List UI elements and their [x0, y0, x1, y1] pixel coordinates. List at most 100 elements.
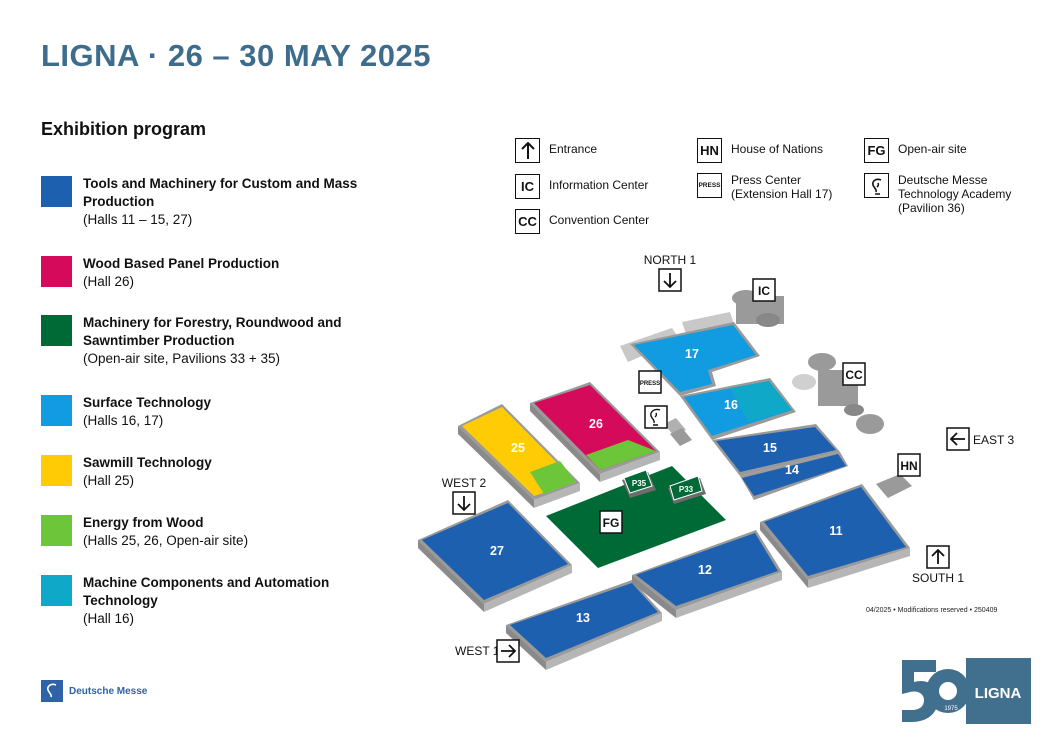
legend-swatch — [41, 256, 72, 287]
legend-name: Wood Based Panel Production — [83, 256, 280, 271]
key-open-air-site: FG Open-air site — [864, 138, 967, 163]
key-label: (Extension Hall 17) — [731, 187, 833, 201]
hall-13[interactable]: 13 — [506, 580, 662, 670]
legend-name: Machinery for Forestry, Roundwood and Sa… — [83, 315, 342, 348]
hall-label: 12 — [698, 563, 712, 577]
entrance-north-1[interactable]: NORTH 1 — [644, 253, 697, 292]
svg-text:CC: CC — [845, 368, 863, 382]
press-icon: PRESS — [697, 173, 722, 198]
page-title: LIGNA · 26 – 30 MAY 2025 — [41, 38, 431, 73]
footnote: 04/2025 • Modifications reserved • 25040… — [866, 607, 998, 614]
key-label: (Pavilion 36) — [898, 201, 965, 215]
legend-sub: (Open-air site, Pavilions 33 + 35) — [83, 351, 280, 366]
key-code: CC — [515, 209, 540, 234]
ligna-50-years-logo: LIGNA 1975 2025 — [900, 658, 1031, 724]
key-house-of-nations: HN House of Nations — [697, 138, 823, 163]
arrow-up-icon — [515, 138, 540, 163]
key-label: Convention Center — [549, 213, 650, 227]
legend-name: Machine Components and Automation Techno… — [83, 575, 330, 608]
hall-26[interactable]: 26 — [530, 382, 660, 482]
legend-name: Energy from Wood — [83, 515, 204, 530]
key-convention-center: CC Convention Center — [515, 209, 649, 234]
entrance-west-2[interactable]: WEST 2 — [442, 476, 487, 515]
deutsche-messe-icon — [41, 680, 63, 702]
ic-marker[interactable]: IC — [752, 278, 776, 302]
hall-label: 14 — [785, 463, 799, 477]
press-marker[interactable]: PRESS — [638, 370, 662, 394]
key-label: Press Center — [731, 173, 802, 187]
legend-swatch — [41, 315, 72, 346]
hall-label: 13 — [576, 611, 590, 625]
legend-sub: (Hall 26) — [83, 274, 135, 289]
svg-text:FG: FG — [603, 516, 620, 530]
svg-text:PRESS: PRESS — [640, 381, 660, 387]
hall-label: 25 — [511, 441, 525, 455]
deutsche-messe-academy-icon — [864, 173, 889, 198]
company-name: Deutsche Messe — [69, 685, 148, 697]
svg-text:WEST 2: WEST 2 — [442, 476, 487, 490]
hall-label: 27 — [490, 544, 504, 558]
key-code: HN — [697, 138, 722, 163]
hall-25[interactable]: 25 — [458, 404, 580, 508]
legend-name: Sawmill Technology — [83, 455, 212, 470]
hall-16[interactable]: 16 — [680, 378, 796, 440]
entrance-west-1[interactable]: WEST 1 — [455, 639, 520, 663]
key-label: Open-air site — [898, 142, 967, 156]
legend-sub: (Halls 25, 26, Open-air site) — [83, 533, 249, 548]
svg-text:NORTH 1: NORTH 1 — [644, 253, 697, 267]
hn-marker[interactable]: HN — [897, 453, 921, 477]
brand-text: LIGNA — [975, 685, 1022, 702]
legend-swatch — [41, 515, 72, 546]
legend-name: Surface Technology — [83, 395, 212, 410]
svg-text:IC: IC — [758, 284, 770, 298]
deutsche-messe-logo: Deutsche Messe — [41, 680, 147, 702]
arrow-left-icon — [949, 432, 965, 446]
svg-text:EAST 3: EAST 3 — [973, 433, 1014, 447]
hall-14[interactable]: 14 — [740, 452, 848, 500]
hall-27[interactable]: 27 — [418, 500, 572, 612]
hall-17[interactable]: 17 — [630, 322, 760, 396]
deutsche-messe-academy-icon[interactable] — [644, 405, 668, 429]
entrance-south-1[interactable]: SOUTH 1 — [912, 545, 964, 585]
fg-marker[interactable]: FG — [599, 510, 623, 534]
hall-label: 26 — [589, 417, 603, 431]
arrow-down-icon — [663, 273, 677, 289]
program-title: Exhibition program — [41, 119, 207, 139]
hall-label: 11 — [829, 524, 842, 538]
key-label: Technology Academy — [898, 187, 1012, 201]
key-press-center: PRESS Press Center(Extension Hall 17) — [697, 173, 832, 201]
arrow-down-icon — [457, 496, 471, 512]
house-of-nations-building — [876, 474, 912, 498]
cc-marker[interactable]: CC — [842, 362, 866, 386]
key-label: Information Center — [549, 178, 649, 192]
hall-label: 17 — [685, 347, 699, 361]
legend-swatch — [41, 176, 72, 207]
hall-12[interactable]: 12 — [632, 530, 782, 618]
pavilion-label: P35 — [632, 479, 647, 488]
hall-label: 15 — [763, 441, 777, 455]
technology-academy-building — [664, 418, 692, 446]
arrow-up-icon — [931, 548, 945, 564]
key-code: IC — [515, 174, 540, 199]
legend-sub: (Halls 16, 17) — [83, 413, 164, 428]
key-entrance: Entrance — [515, 138, 597, 163]
key-label: House of Nations — [731, 142, 824, 156]
entrance-east-3[interactable]: EAST 3 — [946, 427, 1014, 451]
pavilion-label: P33 — [679, 485, 694, 494]
pavilion-35[interactable]: P35 — [622, 469, 656, 498]
hall-15[interactable]: 15 — [712, 424, 840, 476]
year-start: 1975 — [944, 706, 958, 712]
key-label: Deutsche Messe — [898, 173, 988, 187]
hall-label: 16 — [724, 398, 738, 412]
legend-swatch — [41, 395, 72, 426]
key-code: FG — [864, 138, 889, 163]
year-end: 2025 — [944, 714, 958, 720]
legend-swatch — [41, 455, 72, 486]
convention-center-building — [792, 353, 884, 434]
key-label: Entrance — [549, 142, 598, 156]
hall-11[interactable]: 11 — [760, 484, 910, 588]
svg-text:SOUTH 1: SOUTH 1 — [912, 571, 964, 585]
key-information-center: IC Information Center — [515, 174, 648, 199]
pavilion-33[interactable]: P33 — [668, 475, 706, 504]
